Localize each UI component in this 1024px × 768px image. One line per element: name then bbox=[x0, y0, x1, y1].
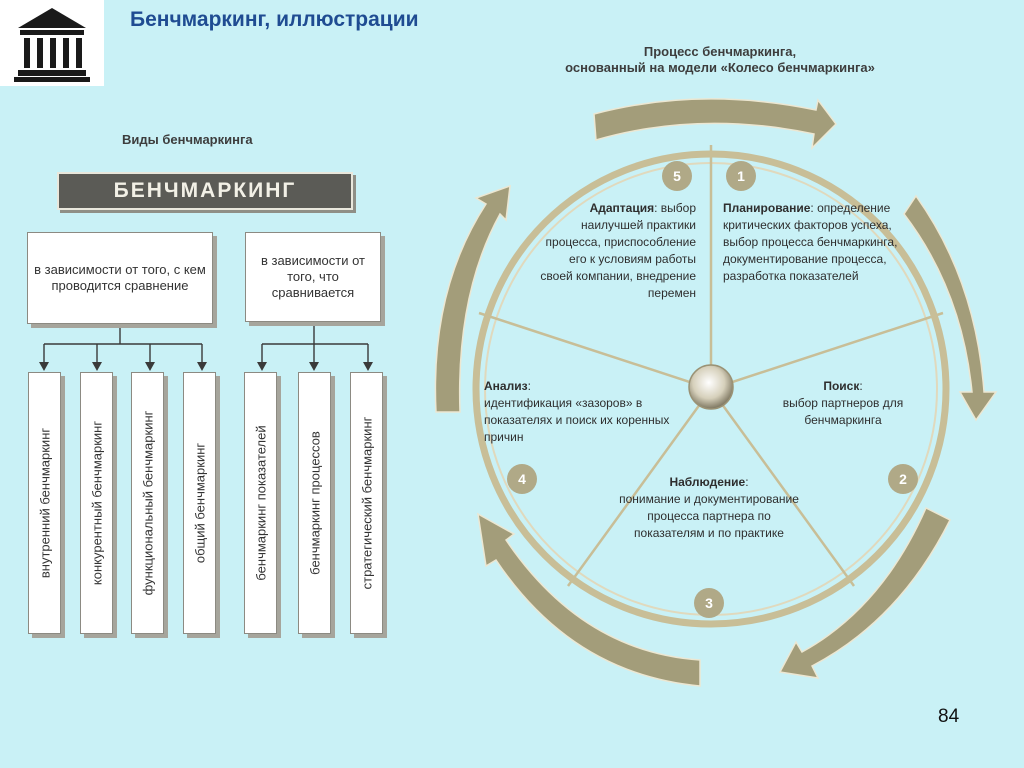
step-5-number: 5 bbox=[673, 168, 681, 184]
step-3-badge bbox=[694, 588, 724, 618]
step-2-number: 2 bbox=[899, 471, 907, 487]
criterion-what: в зависимости от того, что сравнивается bbox=[245, 232, 381, 322]
type-competitive: конкурентный бенчмаркинг bbox=[80, 372, 113, 634]
step-5-badge bbox=[662, 161, 692, 191]
type-process: бенчмаркинг процессов bbox=[298, 372, 331, 634]
step-2-badge bbox=[888, 464, 918, 494]
step-4-badge bbox=[507, 464, 537, 494]
sector-adaptation: Адаптация: выбор наилучшей практики проц… bbox=[540, 201, 696, 300]
arrow-top bbox=[593, 98, 837, 151]
criterion-who: в зависимости от того, с кем проводится … bbox=[27, 232, 213, 324]
step-4-number: 4 bbox=[518, 471, 526, 487]
benchmarking-banner: БЕНЧМАРКИНГ bbox=[57, 172, 353, 210]
step-1-number: 1 bbox=[737, 168, 745, 184]
institution-icon bbox=[14, 8, 90, 82]
sector-analysis: Анализ:идентификация «зазоров» в показат… bbox=[484, 379, 670, 444]
step-1-badge bbox=[726, 161, 756, 191]
arrow-left bbox=[434, 184, 511, 413]
type-general: общий бенчмаркинг bbox=[183, 372, 216, 634]
logo bbox=[0, 0, 104, 86]
type-internal: внутренний бенчмаркинг bbox=[28, 372, 61, 634]
sector-search: Поиск:выбор партнеров для бенчмаркинга bbox=[782, 379, 904, 427]
sector-observation: Наблюдение:понимание и документирование … bbox=[619, 475, 799, 540]
type-metrics: бенчмаркинг показателей bbox=[244, 372, 277, 634]
slide-title: Бенчмаркинг, иллюстрации bbox=[130, 8, 419, 31]
arrow-bottom-right bbox=[778, 506, 952, 679]
sector-planning: Планирование: определение критических фа… bbox=[723, 201, 898, 283]
wheel-title: Процесс бенчмаркинга, основанный на моде… bbox=[565, 44, 875, 75]
type-strategic: стратегический бенчмаркинг bbox=[350, 372, 383, 634]
type-functional: функциональный бенчмаркинг bbox=[131, 372, 164, 634]
arrow-bottom-left bbox=[477, 512, 701, 687]
step-3-number: 3 bbox=[705, 595, 713, 611]
arrow-right bbox=[903, 194, 998, 422]
page-number: 84 bbox=[938, 706, 960, 727]
types-title: Виды бенчмаркинга bbox=[122, 132, 253, 147]
